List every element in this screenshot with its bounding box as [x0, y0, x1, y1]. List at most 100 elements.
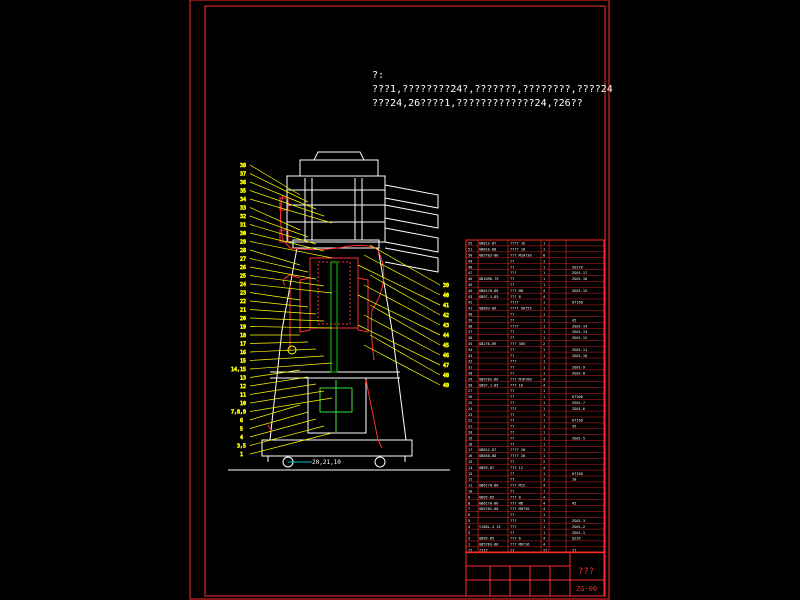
parts-table-cell: ?? [510, 330, 514, 334]
callout-label-left: 30 [240, 231, 246, 237]
parts-table-cell: 37 [468, 330, 472, 334]
parts-table-cell: 45 [572, 318, 576, 322]
parts-table-cell: HT150 [572, 472, 583, 476]
callout-label-left: 25 [240, 274, 246, 280]
parts-table-header-cell: ?? [543, 549, 547, 553]
caster-wheel-right [374, 456, 386, 468]
parts-table-cell: 4 [543, 295, 545, 299]
parts-table-cell: GB95-85 [479, 495, 494, 499]
parts-table-cell: 6 [468, 513, 470, 517]
parts-table-cell: 35 [468, 342, 472, 346]
callout-leader-right [357, 264, 441, 306]
parts-table-cell: ?? [510, 413, 514, 417]
parts-table-cell: GB1096-79 [479, 277, 498, 281]
parts-table-header-cell: ?? [510, 549, 514, 553]
parts-table-cell: ???? 20 [510, 448, 525, 452]
parts-table-cell: ??? M8?30 [510, 507, 529, 511]
callout-leader-right [357, 324, 441, 366]
callout-leader-left [249, 232, 325, 252]
parts-table-cell: HT150 [572, 419, 583, 423]
parts-table-cell: Q235 [572, 537, 581, 541]
parts-table-cell: ZG01-5 [572, 436, 585, 440]
parts-table-cell: ??? M8 [510, 289, 523, 293]
callout-label-left: 12 [240, 384, 246, 390]
parts-table-cell: ?? [510, 460, 514, 464]
parts-table-cell: 1 [543, 307, 545, 311]
parts-table-cell: ??? [510, 360, 517, 364]
parts-table-cell: ?? [510, 436, 514, 440]
parts-table-cell: 18 [468, 442, 472, 446]
inlet-collar [299, 159, 379, 177]
callout-label-left: 4 [240, 435, 243, 441]
parts-table-cell: 1 [543, 513, 545, 517]
outer-sheet-border [189, 0, 610, 600]
parts-table-cell: 5 [468, 519, 470, 523]
parts-table-cell: 10 [468, 490, 472, 494]
parts-table-cell: ?? [510, 395, 514, 399]
parts-table-cell: ?? [510, 442, 514, 446]
inner-drawing-border [204, 5, 606, 597]
parts-table-cell: 1 [543, 454, 545, 458]
parts-table-cell: HT200 [572, 395, 583, 399]
parts-table-cell: 4 [543, 537, 545, 541]
parts-table-cell: ??? 305 [510, 342, 525, 346]
callout-label-left: 32 [240, 214, 246, 220]
parts-table-cell: 1 [543, 336, 545, 340]
callout-leader-left [249, 215, 309, 238]
parts-table-cell: 20 [468, 431, 472, 435]
callout-label-left: 19 [240, 325, 246, 331]
parts-table-cell: 38 [468, 324, 472, 328]
callout-leader-left [249, 249, 301, 266]
parts-table-cell: 33 [468, 354, 472, 358]
parts-table-cell: 1 [543, 436, 545, 440]
callout-leader-left [249, 300, 309, 308]
technical-note-line-1: ???1,????????24?,???????,????????,????24 [372, 84, 613, 95]
parts-table-cell: GB812-87 [479, 242, 496, 246]
callout-label-right: 44 [443, 333, 449, 339]
callout-leader-left [249, 207, 301, 231]
parts-table-cell: 29 [468, 377, 472, 381]
callout-leader-right [363, 314, 441, 356]
parts-table-cell: ZG01-2 [572, 525, 585, 529]
parts-table-cell: 25 [468, 401, 472, 405]
callout-label-left: 26 [240, 265, 246, 271]
title-block-code: ZG-00 [576, 585, 597, 593]
parts-table-cell: ?? [510, 389, 514, 393]
parts-table-cell: 1 [543, 283, 545, 287]
callout-leader-left [249, 326, 333, 329]
callout-leader-left [249, 397, 333, 412]
parts-table-cell: ?? [510, 478, 514, 482]
parts-table-cell: ZG01-17 [572, 271, 587, 275]
parts-table-cell: ZG01-15 [572, 289, 587, 293]
parts-table-cell: 1 [543, 478, 545, 482]
parts-table-cell: 1 [543, 318, 545, 322]
parts-table-cell: 1 [543, 259, 545, 263]
callout-label-left: 27 [240, 257, 246, 263]
parts-table-cell: 16 [468, 454, 472, 458]
parts-table-cell: 1 [543, 519, 545, 523]
parts-table-cell: 4 [543, 377, 545, 381]
parts-table-cell: GB5783-86 [479, 543, 498, 547]
callout-label-left: 21 [240, 308, 246, 314]
parts-table-cell: 1 [543, 425, 545, 429]
parts-table-cell: ?? [510, 472, 514, 476]
title-block-name: ??? [578, 567, 594, 577]
callout-label-right: 49 [443, 383, 449, 389]
parts-table-cell: ??? M6?16 [510, 543, 529, 547]
parts-table-cell: 1 [543, 442, 545, 446]
dimension-label: 20,21,10 [312, 459, 341, 466]
parts-table-cell: ?? [510, 401, 514, 405]
parts-table-cell: ?? [510, 313, 514, 317]
parts-table-cell: 27 [468, 389, 472, 393]
callout-label-left: 28 [240, 248, 246, 254]
callout-leader-left [249, 418, 317, 438]
callout-label-left: 3,5 [237, 444, 246, 450]
callout-label-left: 10 [240, 401, 246, 407]
callout-label-left: 22 [240, 299, 246, 305]
parts-table-cell: ?? [510, 490, 514, 494]
callout-label-left: 24 [240, 282, 246, 288]
parts-table-cell: 8 [468, 501, 470, 505]
parts-table-cell: ??? 12 [510, 466, 523, 470]
callout-leader-left [249, 309, 317, 315]
